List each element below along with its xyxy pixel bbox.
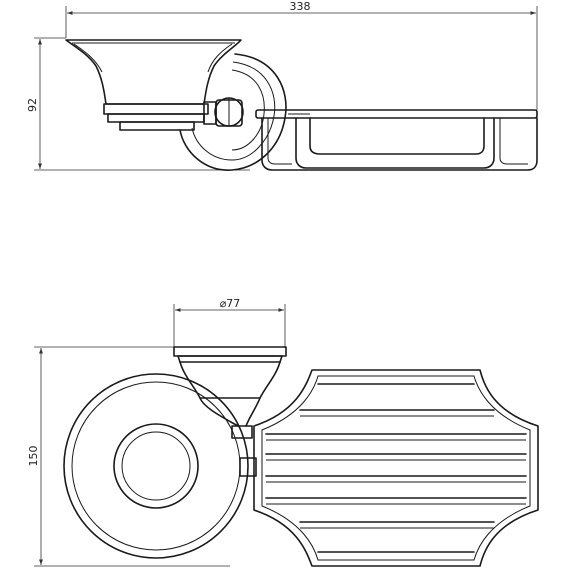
side-view: 338 92 — [26, 0, 538, 171]
basket-side — [255, 109, 538, 171]
basket-plan — [253, 369, 539, 567]
height-dimension-side: 92 — [26, 37, 250, 171]
height-dimension-side-label: 92 — [26, 98, 39, 112]
width-dimension: 338 — [65, 0, 538, 110]
diameter-dimension-label: ⌀77 — [220, 297, 241, 310]
wall-rosette-front — [63, 373, 257, 559]
height-dimension-front-label: 150 — [27, 446, 40, 467]
wall-rosette-side — [179, 53, 287, 171]
cup-front — [173, 346, 287, 427]
dish-profile — [65, 39, 242, 131]
plan-view: ⌀77 150 — [27, 297, 539, 567]
height-dimension-front: 150 — [27, 346, 230, 567]
diameter-dimension: ⌀77 — [173, 297, 286, 348]
width-dimension-label: 338 — [290, 0, 311, 13]
